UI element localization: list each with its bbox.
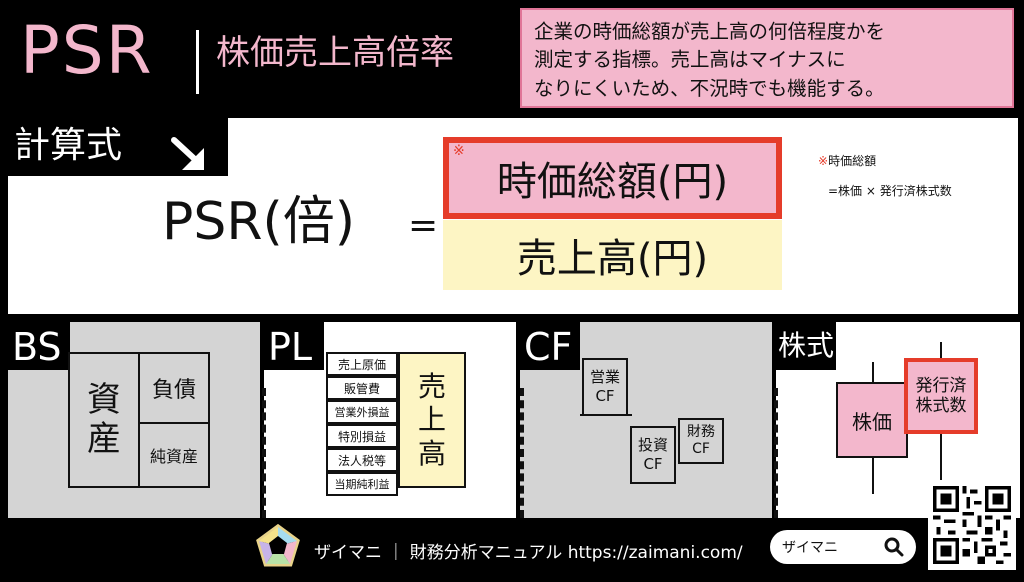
pl-dashed-line <box>262 388 266 518</box>
cf-operating-text: 営業 CF <box>589 368 620 405</box>
numerator-note-mark: ※ <box>453 143 465 159</box>
pentagon-logo-icon <box>256 524 300 567</box>
qr-code-pattern <box>933 486 1011 564</box>
pl-item-text: 当期純利益 <box>334 478 390 491</box>
pl-label-background <box>264 322 324 370</box>
stock-shares-text: 発行済 株式数 <box>915 375 967 416</box>
numerator-inner: ※ 時価総額(円) <box>449 143 776 213</box>
bs-label-background <box>8 322 70 370</box>
pl-revenue-box: 売 上 高 <box>398 352 466 488</box>
formula-label: 計算式 <box>14 125 123 166</box>
title-divider <box>196 30 199 94</box>
bs-net-assets-box: 純資産 <box>138 422 210 488</box>
pl-item-text: 特別損益 <box>337 429 386 444</box>
bs-assets-text: 資 産 <box>87 379 121 459</box>
cf-step-line <box>580 414 632 416</box>
bs-liabilities-box: 負債 <box>138 352 210 424</box>
arrow-down-right-icon <box>171 137 204 170</box>
pl-panel: PL 売上原価 販管費 営業外損益 特別損益 法人税等 当期純利益 売 上 高 <box>262 322 516 518</box>
note-formula: =株価 × 発行済株式数 <box>828 184 952 198</box>
search-icon[interactable] <box>884 537 904 557</box>
denominator-text: 売上高(円) <box>516 236 709 282</box>
search-box[interactable]: ザイマニ <box>770 530 916 564</box>
stock-price-text: 株価 <box>852 409 892 434</box>
footer-brand-text: ザイマニ ｜ 財務分析マニュアル https://zaimani.com/ <box>314 543 743 563</box>
pl-item: 営業外損益 <box>326 400 398 424</box>
note-title-text: 時価総額 <box>828 154 877 168</box>
stock-label-background <box>776 322 836 370</box>
pl-item-text: 営業外損益 <box>334 406 390 419</box>
note-mark: ※ <box>818 154 829 168</box>
cf-dashed-line <box>520 388 524 518</box>
formula-lhs: PSR(倍) <box>162 192 356 252</box>
page-title: PSR <box>20 12 154 89</box>
bs-assets-box: 資 産 <box>68 352 140 488</box>
search-text: ザイマニ <box>782 540 838 556</box>
bs-net-assets-text: 純資産 <box>149 447 198 466</box>
cf-investing-box: 投資 CF <box>630 426 676 484</box>
cf-panel: CF 営業 CF 投資 CF 財務 CF <box>520 322 772 518</box>
pl-item: 売上原価 <box>326 352 398 376</box>
cf-investing-text: 投資 CF <box>637 436 668 473</box>
bs-label: BS <box>12 325 62 369</box>
page-subtitle: 株価売上高倍率 <box>216 33 454 73</box>
bs-liabilities-text: 負債 <box>151 378 196 403</box>
pl-item-text: 売上原価 <box>337 357 386 372</box>
formula-equals: = <box>408 205 439 246</box>
cf-financing-box: 財務 CF <box>678 418 724 464</box>
stock-shares-inner: 発行済 株式数 <box>908 362 974 430</box>
stock-price-box: 株価 <box>836 382 908 458</box>
pl-item: 特別損益 <box>326 424 398 448</box>
pl-item-text: 販管費 <box>343 381 380 396</box>
pl-revenue-text: 売 上 高 <box>417 369 446 470</box>
note-title: ※時価総額 <box>818 152 876 169</box>
cf-label-background <box>520 322 580 370</box>
stock-shares-box: 発行済 株式数 <box>904 358 978 434</box>
formula-numerator: ※ 時価総額(円) <box>443 137 782 219</box>
cf-label: CF <box>524 325 573 369</box>
formula-denominator: 売上高(円) <box>443 220 782 290</box>
pl-item: 法人税等 <box>326 448 398 472</box>
description-box: 企業の時価総額が売上高の何倍程度かを 測定する指標。売上高はマイナスに なりにく… <box>520 8 1014 108</box>
qr-code-icon[interactable] <box>928 480 1016 570</box>
cf-financing-text: 財務 CF <box>687 424 715 457</box>
cf-operating-box: 営業 CF <box>582 358 628 416</box>
pl-item-text: 法人税等 <box>337 453 386 468</box>
stock-label: 株式 <box>778 329 835 362</box>
pl-label: PL <box>268 325 313 369</box>
pl-item: 販管費 <box>326 376 398 400</box>
bs-panel: BS 資 産 負債 純資産 <box>8 322 260 518</box>
numerator-text: 時価総額(円) <box>496 159 729 205</box>
pl-item: 当期純利益 <box>326 472 398 496</box>
stock-dashed-line <box>774 388 778 518</box>
